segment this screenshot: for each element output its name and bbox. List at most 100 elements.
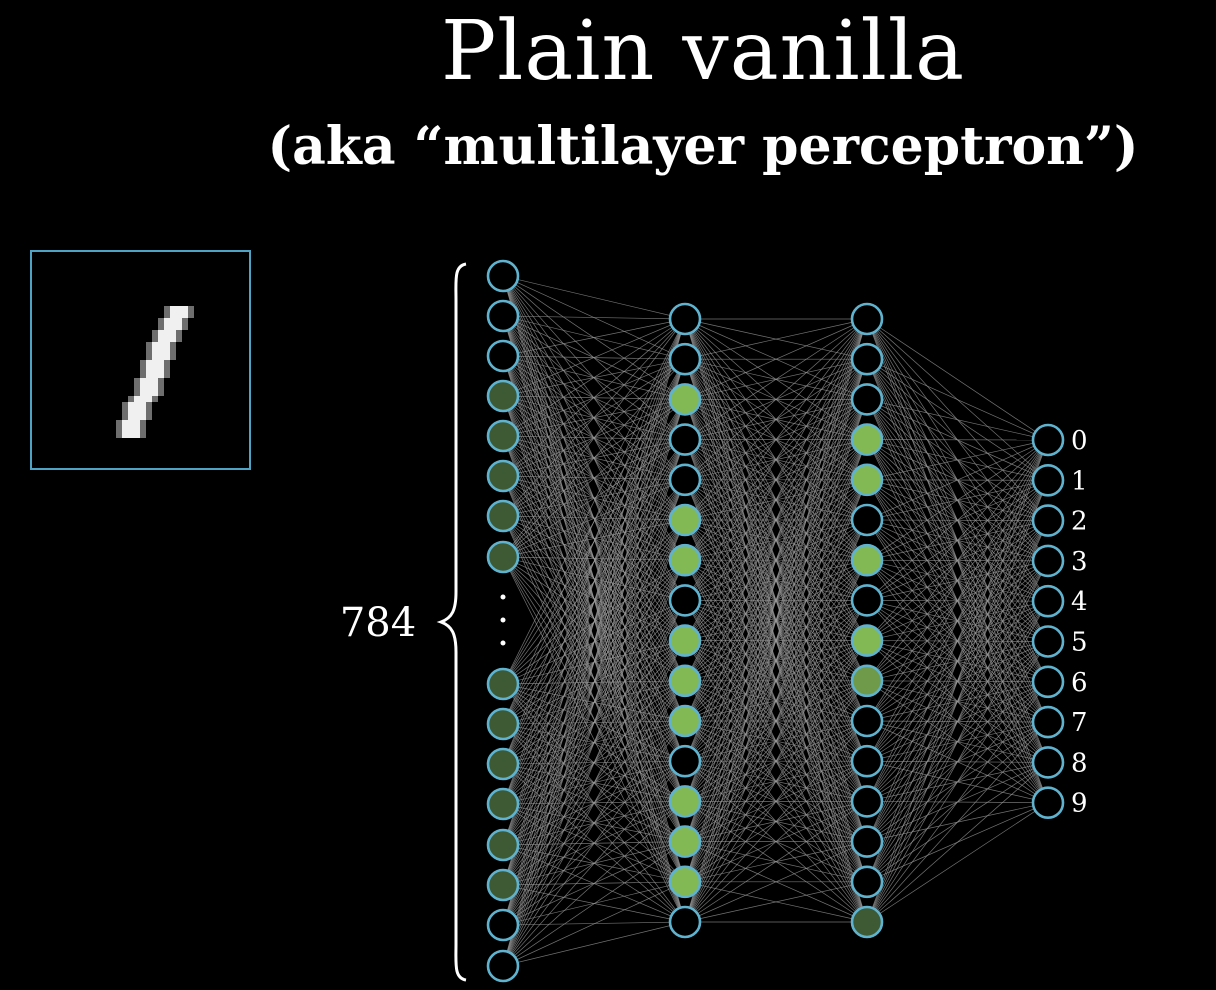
digit-pixel bbox=[140, 384, 146, 390]
connection-edge bbox=[502, 318, 686, 517]
connection-edge bbox=[502, 841, 686, 967]
digit-pixel bbox=[146, 366, 152, 372]
connection-edge bbox=[502, 315, 686, 320]
connection-edge bbox=[502, 318, 686, 397]
input-neuron bbox=[486, 379, 520, 413]
input-neuron bbox=[486, 540, 520, 574]
digit-pixel bbox=[158, 318, 164, 324]
digit-pixel bbox=[146, 396, 152, 402]
hidden2-neuron bbox=[850, 865, 884, 899]
hidden2-neuron bbox=[850, 503, 884, 537]
connection-edge bbox=[684, 318, 868, 601]
connection-edge bbox=[502, 318, 686, 685]
hidden2-neuron bbox=[850, 543, 884, 577]
connection-edge bbox=[502, 720, 686, 967]
hidden2-neuron bbox=[850, 785, 884, 818]
digit-pixel bbox=[170, 324, 176, 330]
digit-pixel bbox=[146, 378, 152, 384]
digit-pixel bbox=[122, 420, 128, 426]
connection-edge bbox=[866, 358, 1049, 441]
digit-pixel bbox=[134, 390, 140, 396]
digit-pixel bbox=[128, 426, 134, 432]
digit-pixel bbox=[164, 372, 170, 378]
hidden2-neuron bbox=[850, 423, 884, 456]
digit-pixel bbox=[152, 372, 158, 378]
connection-edge bbox=[502, 556, 686, 842]
hidden1-neuron bbox=[668, 423, 702, 456]
input-neuron bbox=[486, 259, 520, 293]
digit-pixel bbox=[188, 312, 194, 318]
digit-pixel bbox=[146, 414, 152, 420]
digit-pixel bbox=[152, 330, 158, 336]
connection-edge bbox=[502, 556, 686, 923]
digit-pixel bbox=[122, 414, 128, 420]
hidden2-neuron bbox=[850, 624, 884, 657]
hidden1-neuron bbox=[668, 905, 702, 939]
connection-edge bbox=[684, 359, 868, 923]
digit-pixel bbox=[158, 330, 164, 336]
connection-edge bbox=[502, 399, 686, 967]
input-neuron bbox=[486, 747, 520, 781]
connection-edge bbox=[502, 318, 686, 805]
input-neuron bbox=[486, 299, 520, 333]
hidden1-neuron bbox=[668, 704, 702, 738]
connection-edge bbox=[502, 556, 686, 722]
digit-pixel bbox=[152, 384, 158, 390]
digit-pixel bbox=[152, 342, 158, 348]
connection-edge bbox=[866, 641, 1049, 923]
connection-edge bbox=[684, 560, 868, 923]
digit-pixel bbox=[140, 390, 146, 396]
connection-edge bbox=[502, 921, 686, 926]
connection-edge bbox=[866, 802, 1049, 923]
connection-edge bbox=[684, 439, 868, 923]
output-neuron bbox=[1031, 665, 1065, 699]
connection-edge bbox=[866, 480, 1049, 923]
connection-edge bbox=[502, 556, 686, 762]
hidden2-neuron bbox=[850, 704, 884, 738]
digit-pixel bbox=[164, 336, 170, 342]
connection-edge bbox=[866, 681, 1049, 923]
connection-edge bbox=[684, 318, 868, 762]
digit-pixel bbox=[164, 348, 170, 354]
connection-edge bbox=[684, 399, 868, 923]
connection-edge bbox=[866, 439, 1049, 682]
connection-edge bbox=[502, 318, 686, 765]
ellipsis-dot bbox=[500, 617, 506, 623]
connection-edge bbox=[866, 439, 1049, 641]
digit-pixel bbox=[170, 348, 176, 354]
input-neuron bbox=[486, 707, 520, 741]
digit-pixel bbox=[170, 330, 176, 336]
digit-pixel bbox=[170, 318, 176, 324]
connection-edge bbox=[684, 318, 868, 681]
digit-pixel bbox=[170, 342, 176, 348]
digit-pixel bbox=[158, 366, 164, 372]
input-neuron bbox=[486, 828, 520, 862]
digit-pixel bbox=[164, 342, 170, 348]
digit-pixel bbox=[158, 384, 164, 390]
digit-pixel bbox=[116, 420, 122, 426]
digit-pixel bbox=[170, 354, 176, 360]
digit-pixel bbox=[134, 384, 140, 390]
output-label-5: 5 bbox=[1071, 628, 1088, 658]
connection-edge bbox=[502, 359, 686, 967]
output-label-6: 6 bbox=[1071, 668, 1088, 698]
hidden1-neuron bbox=[668, 503, 702, 537]
digit-pixel bbox=[134, 402, 140, 408]
hidden2-neuron bbox=[850, 463, 884, 497]
digit-pixel bbox=[170, 336, 176, 342]
digit-pixel bbox=[158, 360, 164, 366]
connection-edge bbox=[502, 275, 686, 320]
connection-edge bbox=[502, 680, 686, 967]
digit-pixel bbox=[152, 360, 158, 366]
connection-edge bbox=[684, 479, 868, 923]
connection-edge bbox=[684, 318, 868, 641]
connection-edge bbox=[866, 439, 1049, 762]
digit-pixel bbox=[152, 354, 158, 360]
digit-pixel bbox=[122, 408, 128, 414]
ellipsis-dot bbox=[500, 594, 506, 600]
hidden1-neuron bbox=[668, 383, 702, 416]
digit-pixel bbox=[140, 396, 146, 402]
digit-pixel bbox=[176, 324, 182, 330]
input-neuron bbox=[486, 459, 520, 493]
connection-edge bbox=[502, 318, 686, 926]
